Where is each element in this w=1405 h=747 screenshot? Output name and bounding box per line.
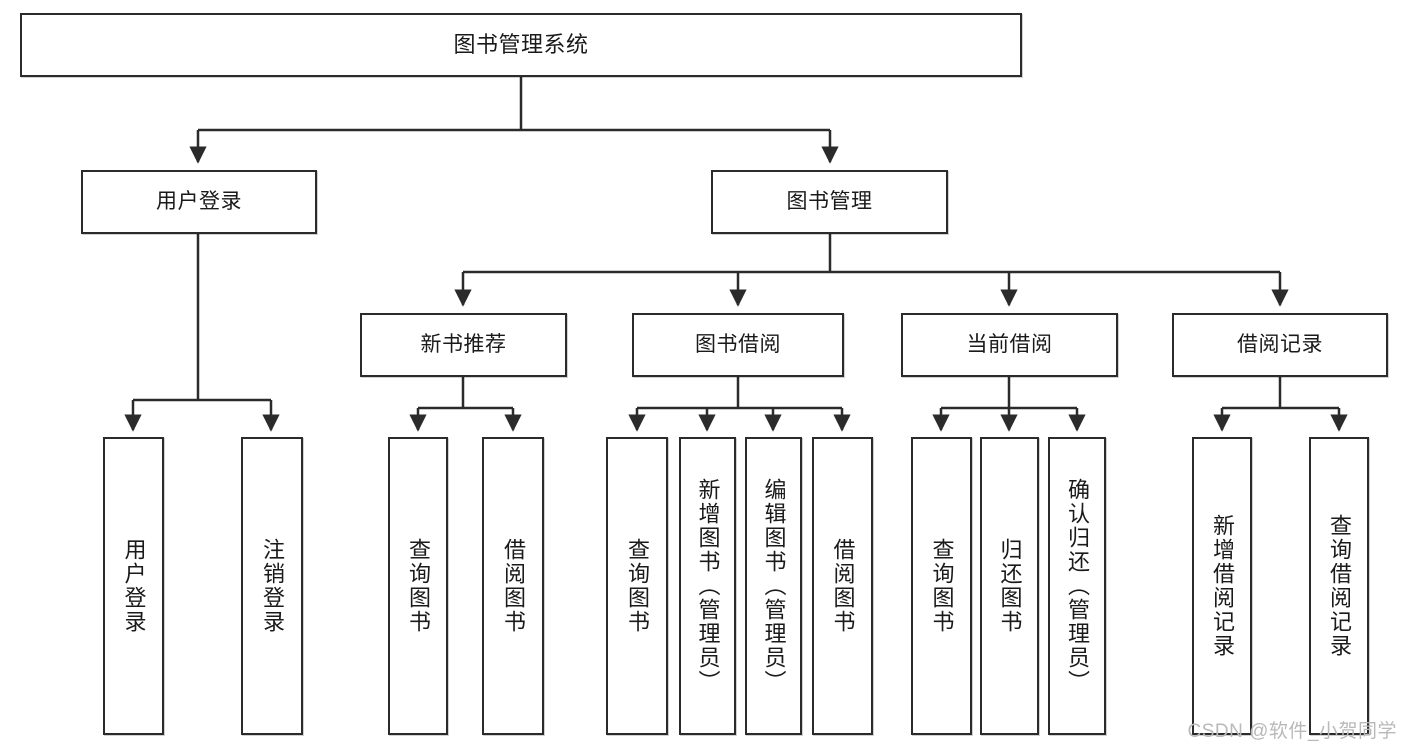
node-new-book-recommend-label: 新书推荐 xyxy=(420,332,507,356)
node-book-borrow[interactable]: 图书借阅 xyxy=(632,313,844,377)
node-leaf-edit-book[interactable]: 编辑图书（管理员） xyxy=(745,437,802,735)
node-leaf-add-borrow-record[interactable]: 新增借阅记录 xyxy=(1192,437,1252,735)
node-leaf-return-book[interactable]: 归还图书 xyxy=(980,437,1039,735)
node-leaf-query-borrow-record[interactable]: 查询借阅记录 xyxy=(1309,437,1369,735)
node-leaf-query-book-2-label: 查询图书 xyxy=(624,538,650,634)
node-book-borrow-label: 图书借阅 xyxy=(695,332,781,356)
node-user-login-label: 用户登录 xyxy=(156,189,242,213)
node-leaf-query-book-2[interactable]: 查询图书 xyxy=(606,437,668,735)
node-leaf-confirm-return[interactable]: 确认归还（管理员） xyxy=(1048,437,1106,735)
node-leaf-edit-book-label: 编辑图书（管理员） xyxy=(761,478,787,694)
node-leaf-add-book[interactable]: 新增图书（管理员） xyxy=(679,437,736,735)
node-leaf-add-book-label: 新增图书（管理员） xyxy=(695,478,721,694)
node-leaf-query-book-1[interactable]: 查询图书 xyxy=(388,437,448,735)
node-leaf-borrow-book-1[interactable]: 借阅图书 xyxy=(482,437,544,735)
node-leaf-query-book-3[interactable]: 查询图书 xyxy=(911,437,972,735)
node-book-management[interactable]: 图书管理 xyxy=(711,170,948,234)
node-leaf-user-login-label: 用户登录 xyxy=(121,538,147,634)
node-leaf-borrow-book-2[interactable]: 借阅图书 xyxy=(812,437,873,735)
node-new-book-recommend[interactable]: 新书推荐 xyxy=(360,313,567,377)
node-user-login[interactable]: 用户登录 xyxy=(81,170,317,234)
node-borrow-record-label: 借阅记录 xyxy=(1237,332,1323,356)
node-current-borrow-label: 当前借阅 xyxy=(966,332,1053,356)
node-leaf-return-book-label: 归还图书 xyxy=(997,538,1023,634)
node-leaf-add-borrow-record-label: 新增借阅记录 xyxy=(1209,514,1235,658)
node-leaf-query-book-1-label: 查询图书 xyxy=(405,538,431,634)
node-leaf-user-login[interactable]: 用户登录 xyxy=(103,437,164,735)
node-leaf-logout-login-label: 注销登录 xyxy=(259,538,285,634)
node-leaf-confirm-return-label: 确认归还（管理员） xyxy=(1064,478,1090,694)
node-borrow-record[interactable]: 借阅记录 xyxy=(1172,313,1388,377)
node-leaf-query-borrow-record-label: 查询借阅记录 xyxy=(1326,514,1352,658)
node-current-borrow[interactable]: 当前借阅 xyxy=(901,313,1118,377)
node-root-system[interactable]: 图书管理系统 xyxy=(20,13,1022,77)
node-leaf-borrow-book-1-label: 借阅图书 xyxy=(500,538,526,634)
node-leaf-query-book-3-label: 查询图书 xyxy=(929,538,955,634)
node-root-system-label: 图书管理系统 xyxy=(453,32,589,58)
node-leaf-borrow-book-2-label: 借阅图书 xyxy=(830,538,856,634)
node-leaf-logout-login[interactable]: 注销登录 xyxy=(241,437,303,735)
csdn-watermark: CSDN @软件_小贺同学 xyxy=(1187,721,1397,742)
node-book-management-label: 图书管理 xyxy=(786,189,873,213)
